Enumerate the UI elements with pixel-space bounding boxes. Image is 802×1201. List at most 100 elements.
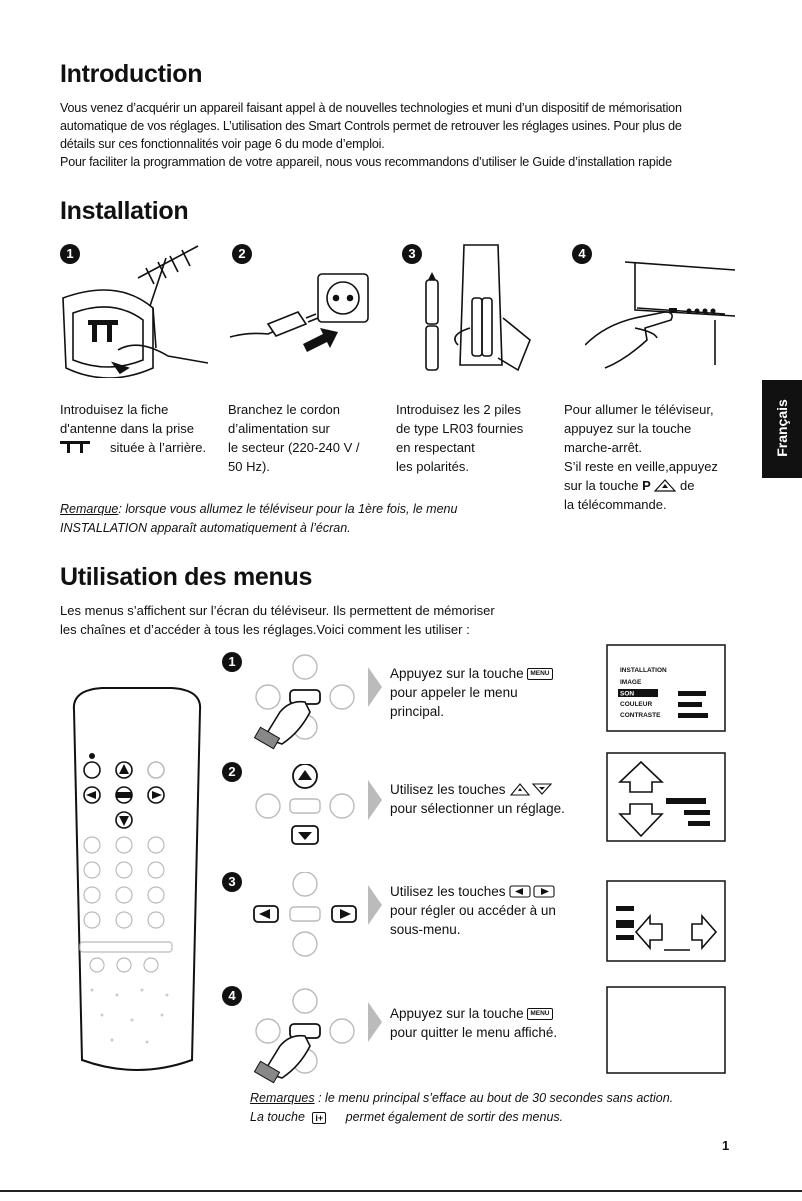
step-line-text: de (679, 478, 695, 493)
step-number-badge: 1 (60, 244, 80, 264)
step-line: la télécommande. (564, 497, 667, 512)
step-line: Introduisez les 2 piles (396, 402, 522, 417)
step-line-text: sur la touche (564, 478, 639, 493)
menu-step-4-text: Appuyez sur la touche MENU pour quitter … (390, 1004, 590, 1042)
language-side-tab: Français (762, 380, 802, 478)
step-line: d'antenne dans la prise (60, 421, 195, 436)
info-key-icon: i+ (312, 1111, 327, 1124)
screen-menu-item: IMAGE (620, 679, 642, 686)
remarks-text: : le menu principal s’efface au bout de … (314, 1091, 674, 1105)
menus-heading: Utilisation des menus (60, 563, 313, 591)
battery-remote-illustration (425, 244, 531, 372)
menu-step-number-badge: 1 (222, 652, 242, 672)
step-number-badge: 4 (572, 244, 592, 264)
step-line: pour quitter le menu affiché. (390, 1025, 558, 1040)
menus-intro-line: Les menus s’affichent sur l’écran du tél… (60, 603, 495, 618)
step-line: Utilisez les touches (390, 780, 590, 799)
step-line-text: Utilisez les touches (390, 884, 506, 899)
intro-line: automatique de vos réglages. L’utilisati… (60, 119, 682, 133)
power-plug-illustration (229, 273, 369, 352)
menus-intro-line: les chaînes et d’accéder à tous les régl… (60, 622, 470, 637)
power-button-illustration (585, 261, 735, 369)
step-line-text: située à l’arrière. (110, 440, 207, 455)
step-arrow-icon (368, 885, 382, 925)
menu-step-number-badge: 2 (222, 762, 242, 782)
installation-step-3-text: Introduisez les 2 piles de type LR03 fou… (396, 400, 561, 476)
remarks-label: Remarques (250, 1091, 315, 1105)
step-line-text: Appuyez sur la touche (390, 666, 524, 681)
step-line: pour appeler le menu (390, 685, 518, 700)
page-bottom-rule (0, 1190, 802, 1192)
remarks-text: permet également de sortir des menus. (345, 1110, 564, 1124)
step-line: pour régler ou accéder à un (390, 903, 556, 918)
step-line: en respectant (396, 440, 475, 455)
up-down-keys-icon (510, 783, 553, 796)
tv-screen-main-menu: INSTALLATION IMAGE SON COULEUR CONTRASTE (606, 644, 726, 732)
step-line: marche-arrêt. (564, 440, 643, 455)
menu-step-number-badge: 4 (222, 986, 242, 1006)
language-tab-label: Français (774, 399, 790, 457)
dpad-up-down-illustration (255, 764, 355, 845)
tv-screen-select (606, 752, 726, 842)
step-line: sous-menu. (390, 922, 461, 937)
left-right-keys-icon (509, 885, 555, 898)
step-line: le secteur (220-240 V / (228, 440, 360, 455)
installation-heading: Installation (60, 197, 189, 225)
step-line: Introduisez la fiche (60, 402, 169, 417)
screen-menu-item: COULEUR (620, 701, 652, 708)
intro-line: Pour faciliter la programmation de votre… (60, 155, 672, 169)
dpad-left-right-illustration (253, 872, 357, 957)
intro-line: détails sur ces fonctionnalités voir pag… (60, 137, 385, 151)
p-key-label: P (642, 478, 651, 493)
installation-step-2-text: Branchez le cordon d’alimentation sur le… (228, 400, 393, 476)
step-line: sur la touche P de (564, 476, 739, 495)
introduction-paragraph: Vous venez d’acquérir un appareil faisan… (60, 99, 750, 171)
step-line: située à l’arrière. (60, 438, 225, 457)
dpad-menu-exit-illustration (253, 988, 355, 1084)
installation-note: Remarque: lorsque vous allumez le télévi… (60, 500, 560, 538)
menus-remarks: Remarques : le menu principal s’efface a… (250, 1089, 730, 1127)
remarks-text: La touche (250, 1110, 305, 1124)
step-arrow-icon (368, 780, 382, 820)
dpad-menu-press-illustration (253, 654, 355, 750)
tv-antenna-illustration (62, 245, 208, 378)
note-text: INSTALLATION apparaît automatiquement à … (60, 521, 351, 535)
note-text: : lorsque vous allumez le téléviseur pou… (118, 502, 458, 516)
step-arrow-icon (368, 1002, 382, 1042)
tv-screen-blank (606, 986, 726, 1074)
menu-key-icon: MENU (527, 668, 553, 681)
screen-menu-item: INSTALLATION (620, 667, 667, 674)
intro-line: Vous venez d’acquérir un appareil faisan… (60, 101, 682, 115)
step-line: Appuyez sur la touche MENU (390, 664, 590, 683)
step-line: Branchez le cordon (228, 402, 341, 417)
tv-screen-adjust (606, 880, 726, 962)
menu-step-1-text: Appuyez sur la touche MENU pour appeler … (390, 664, 590, 721)
step-line: pour sélectionner un réglage. (390, 801, 565, 816)
step-line: d’alimentation sur (228, 421, 330, 436)
step-line: Appuyez sur la touche MENU (390, 1004, 590, 1023)
page-number: 1 (722, 1138, 730, 1153)
introduction-heading: Introduction (60, 60, 203, 88)
step-line: Utilisez les touches (390, 882, 590, 901)
step-line: S’il reste en veille,appuyez (564, 459, 718, 474)
step-number-badge: 2 (232, 244, 252, 264)
step-line: 50 Hz). (228, 459, 270, 474)
step-line-text: Appuyez sur la touche (390, 1006, 524, 1021)
step-line: les polarités. (396, 459, 469, 474)
screen-menu-item: SON (620, 691, 634, 698)
installation-step-1-text: Introduisez la fiche d'antenne dans la p… (60, 400, 225, 457)
step-line: principal. (390, 704, 445, 719)
menu-step-2-text: Utilisez les touches pour sélectionner u… (390, 780, 590, 818)
antenna-socket-icon (60, 441, 90, 453)
menus-intro: Les menus s’affichent sur l’écran du tél… (60, 601, 620, 639)
step-number-badge: 3 (402, 244, 422, 264)
step-line: Pour allumer le téléviseur, (564, 402, 714, 417)
note-label: Remarque (60, 502, 119, 516)
screen-menu-item: CONTRASTE (620, 712, 661, 719)
installation-step-4-text: Pour allumer le téléviseur, appuyez sur … (564, 400, 739, 514)
menu-step-number-badge: 3 (222, 872, 242, 892)
step-line-text: Utilisez les touches (390, 782, 506, 797)
step-line: de type LR03 fournies (396, 421, 524, 436)
menu-step-3-text: Utilisez les touches pour régler ou accé… (390, 882, 590, 939)
program-up-key-icon (654, 479, 677, 492)
